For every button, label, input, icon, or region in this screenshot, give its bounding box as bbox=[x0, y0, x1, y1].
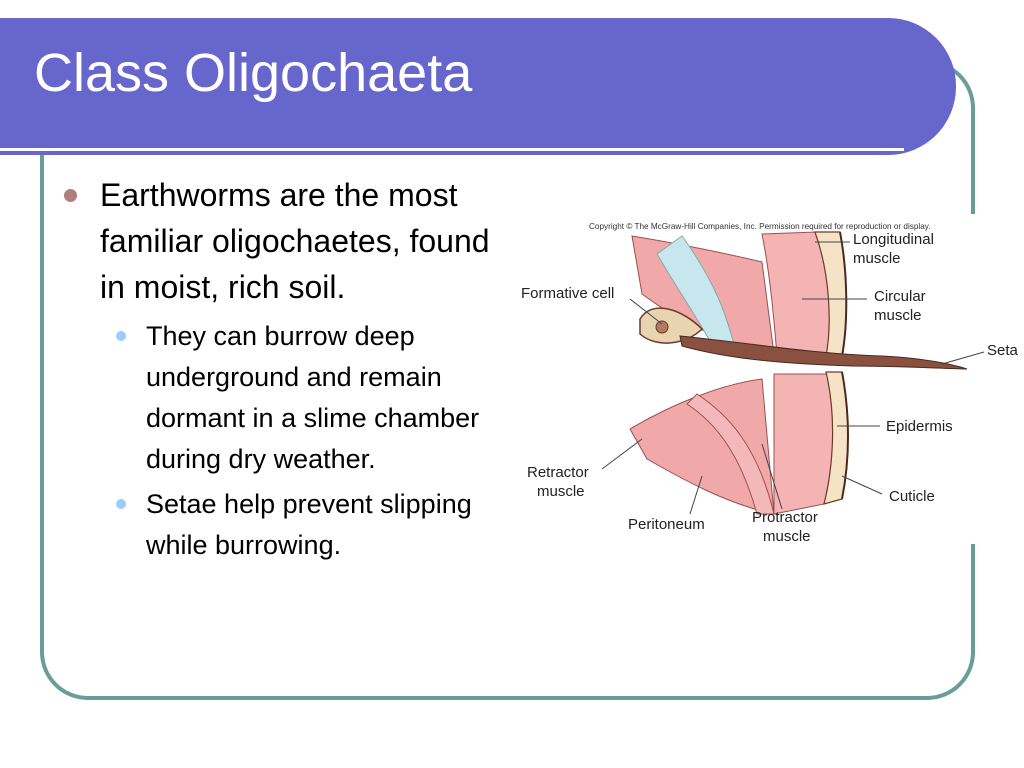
label-longitudinal: Longitudinal bbox=[853, 231, 934, 248]
sub-bullet-text: Setae help prevent slipping while burrow… bbox=[146, 489, 472, 560]
label-longitudinal-muscle: muscle bbox=[853, 250, 901, 267]
lower-cuticle bbox=[841, 371, 849, 500]
sub-bullet-dot-icon bbox=[116, 499, 126, 509]
label-circular-muscle: muscle bbox=[874, 307, 922, 324]
label-protractor: Protractor bbox=[752, 509, 818, 526]
label-peritoneum: Peritoneum bbox=[628, 516, 705, 533]
label-seta: Seta bbox=[987, 342, 1019, 359]
label-leader-lines bbox=[601, 241, 985, 515]
label-epidermis: Epidermis bbox=[886, 418, 953, 435]
upper-cuticle bbox=[839, 231, 848, 357]
seta-diagram-svg: Copyright © The McGraw-Hill Companies, I… bbox=[521, 222, 1019, 544]
sub-bullet-dot-icon bbox=[116, 331, 126, 341]
seta-bristle bbox=[679, 335, 968, 370]
formative-cell-sac bbox=[639, 307, 704, 344]
label-protractor-muscle: muscle bbox=[763, 528, 811, 544]
lower-circular-muscle bbox=[773, 373, 834, 515]
sub-bullet: They can burrow deep underground and rem… bbox=[64, 316, 504, 480]
bullet-main-text: Earthworms are the most familiar oligoch… bbox=[100, 177, 490, 305]
slide-title: Class Oligochaeta bbox=[34, 43, 473, 103]
formative-cell-nucleus bbox=[655, 320, 669, 334]
bullet-dot-icon bbox=[64, 189, 77, 202]
sub-bullet: Setae help prevent slipping while burrow… bbox=[64, 484, 504, 566]
bullet-main: Earthworms are the most familiar oligoch… bbox=[64, 172, 504, 310]
seta-diagram: Copyright © The McGraw-Hill Companies, I… bbox=[512, 214, 1024, 544]
title-underline bbox=[0, 148, 904, 151]
figure-copyright: Copyright © The McGraw-Hill Companies, I… bbox=[589, 222, 931, 231]
label-retractor-muscle: muscle bbox=[537, 483, 585, 500]
sub-bullet-list: They can burrow deep underground and rem… bbox=[64, 316, 504, 566]
slide-content: Earthworms are the most familiar oligoch… bbox=[64, 172, 504, 570]
sub-bullet-text: They can burrow deep underground and rem… bbox=[146, 321, 480, 474]
title-bar bbox=[0, 18, 956, 155]
label-retractor: Retractor bbox=[527, 464, 589, 481]
label-circular: Circular bbox=[874, 288, 926, 305]
label-cuticle: Cuticle bbox=[889, 488, 935, 505]
lower-protractor-muscle bbox=[686, 393, 775, 515]
label-formative-cell: Formative cell bbox=[521, 285, 614, 302]
